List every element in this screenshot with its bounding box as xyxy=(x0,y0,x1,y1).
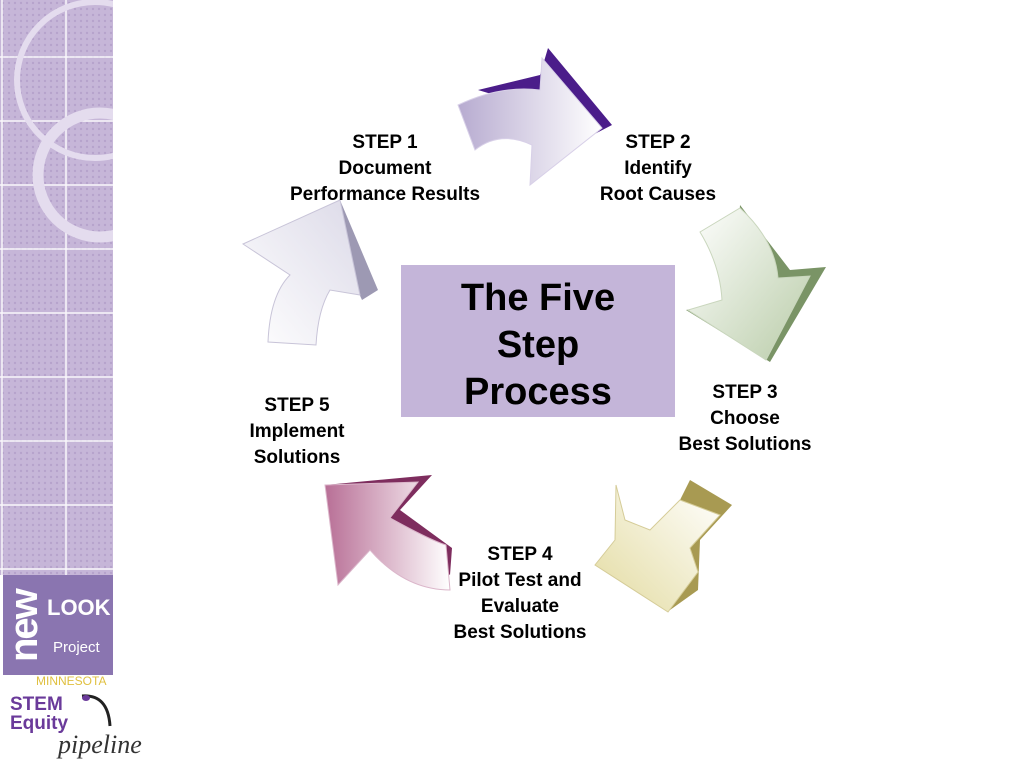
sidebar-decoration xyxy=(0,0,113,575)
step-2-heading: STEP 2 xyxy=(625,132,691,153)
arrow-step5-to-step1 xyxy=(241,199,378,346)
stem-equity-logo: STEM Equity xyxy=(10,695,68,733)
step-1-line-1: Document xyxy=(338,158,432,179)
new-look-logo: new LOOK Project xyxy=(2,575,113,675)
title-line-2: Step xyxy=(496,324,580,366)
step-4-label: STEP 4 Pilot Test and Evaluate Best Solu… xyxy=(435,542,605,646)
stem-text: STEM xyxy=(10,694,63,715)
arrow-step2-to-step3 xyxy=(686,205,826,362)
step-3-label: STEP 3 Choose Best Solutions xyxy=(660,380,830,458)
step-2-line-1: Identify xyxy=(624,158,692,179)
equity-text: Equity xyxy=(10,713,69,734)
title-line-3: Process xyxy=(464,371,612,413)
logo-project-text: Project xyxy=(53,639,100,656)
step-2-line-2: Root Causes xyxy=(599,184,717,205)
step-5-heading: STEP 5 xyxy=(264,395,330,416)
logo-look-text: LOOK xyxy=(47,595,111,620)
title-line-1: The Five xyxy=(460,277,616,319)
step-1-label: STEP 1 Document Performance Results xyxy=(265,130,505,208)
step-1-line-2: Performance Results xyxy=(289,184,481,205)
arrow-step4-to-step5 xyxy=(324,475,452,591)
step-5-line-2: Solutions xyxy=(253,447,341,468)
step-2-label: STEP 2 Identify Root Causes xyxy=(578,130,738,208)
step-4-line-2: Evaluate xyxy=(480,596,560,617)
step-4-line-3: Best Solutions xyxy=(453,622,587,643)
pipeline-swoosh-icon xyxy=(81,694,112,727)
step-3-line-1: Choose xyxy=(710,408,780,429)
step-1-heading: STEP 1 xyxy=(352,132,418,153)
arrow-step1-to-step2 xyxy=(457,48,612,187)
step-5-label: STEP 5 Implement Solutions xyxy=(222,393,372,471)
step-3-line-2: Best Solutions xyxy=(678,434,812,455)
step-4-line-1: Pilot Test and xyxy=(458,570,582,591)
step-3-heading: STEP 3 xyxy=(712,382,778,403)
arrow-step3-to-step4 xyxy=(594,480,732,613)
pipeline-text: pipeline xyxy=(58,730,142,759)
step-4-heading: STEP 4 xyxy=(487,544,553,565)
center-title-box: The Five Step Process xyxy=(401,265,675,417)
step-5-line-1: Implement xyxy=(249,421,345,442)
logo-state-text: MINNESOTA xyxy=(36,674,107,688)
